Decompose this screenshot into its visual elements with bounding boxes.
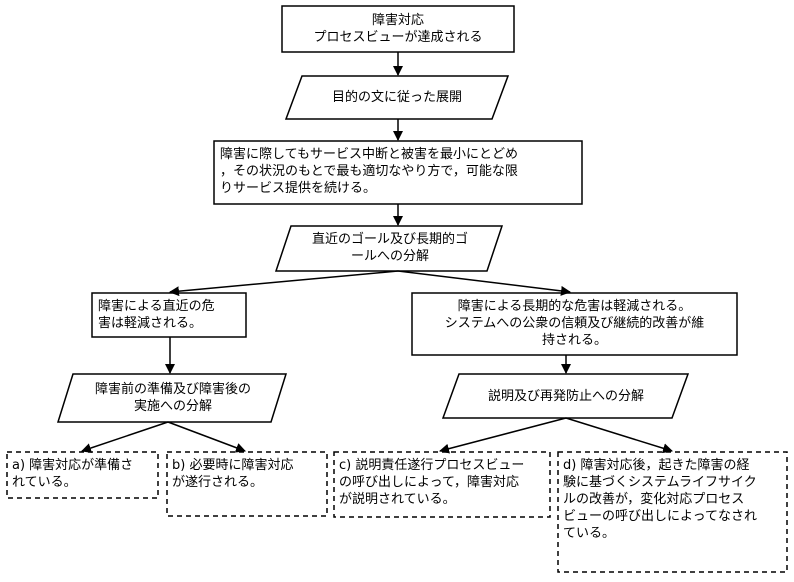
decomp-goal-label: 直近のゴール及び長期的ゴ ールへの分解 [311, 232, 468, 264]
short-term-label: 障害による直近の危 害は軽減される。 [98, 299, 215, 331]
decomp-accountability-parallelogram [441, 373, 690, 419]
leaf-c-label: c) 説明責任遂行プロセスビュー の呼び出しによって，障害対応 が説明されている… [339, 458, 525, 507]
arrow-decomp-to-long-term [397, 270, 571, 296]
leaf-b-label: b) 必要時に障害対応 が遂行される。 [172, 458, 294, 490]
leaf-d-box [557, 451, 788, 573]
arrow-before-after-to-leaf-b [167, 421, 246, 453]
arrow-decomp-to-short-term [169, 270, 399, 297]
expansion-parallelogram [284, 75, 510, 120]
decomp-before-after-label: 障害前の準備及び障害後の 実施への分解 [94, 382, 251, 414]
top-goal-box [281, 5, 515, 53]
decomp-before-after-parallelogram [56, 373, 288, 423]
arrow-accountability-to-leaf-c [439, 417, 567, 454]
long-term-box [411, 292, 738, 356]
long-term-label: 障害による長期的な危害は軽減される。 システムへの公衆の信頼及び継続的改善が維 … [444, 299, 705, 348]
leaf-b-box [166, 451, 328, 517]
leaf-c-box [333, 451, 551, 518]
objective-label: 障害に際してもサービス中断と被害を最小にとどめ ，その状況のもとで最も適切なやり… [220, 147, 518, 196]
arrow-accountability-to-leaf-d [565, 417, 673, 454]
leaf-a-box [6, 451, 159, 499]
arrow-before-after-to-leaf-a [81, 421, 169, 453]
leaf-a-label: a) 障害対応が準備さ れている。 [12, 458, 134, 490]
decomp-accountability-label: 説明及び再発防止への分解 [487, 389, 644, 404]
decomp-goal-parallelogram [274, 225, 504, 272]
top-goal-label: 障害対応 プロセスビューが達成される [313, 13, 483, 45]
short-term-box [91, 292, 247, 338]
expansion-label: 目的の文に従った展開 [331, 90, 462, 105]
leaf-d-label: d) 障害対応後，起きた障害の経 験に基づくシステムライフサイク ルの改善が，変… [563, 458, 757, 541]
